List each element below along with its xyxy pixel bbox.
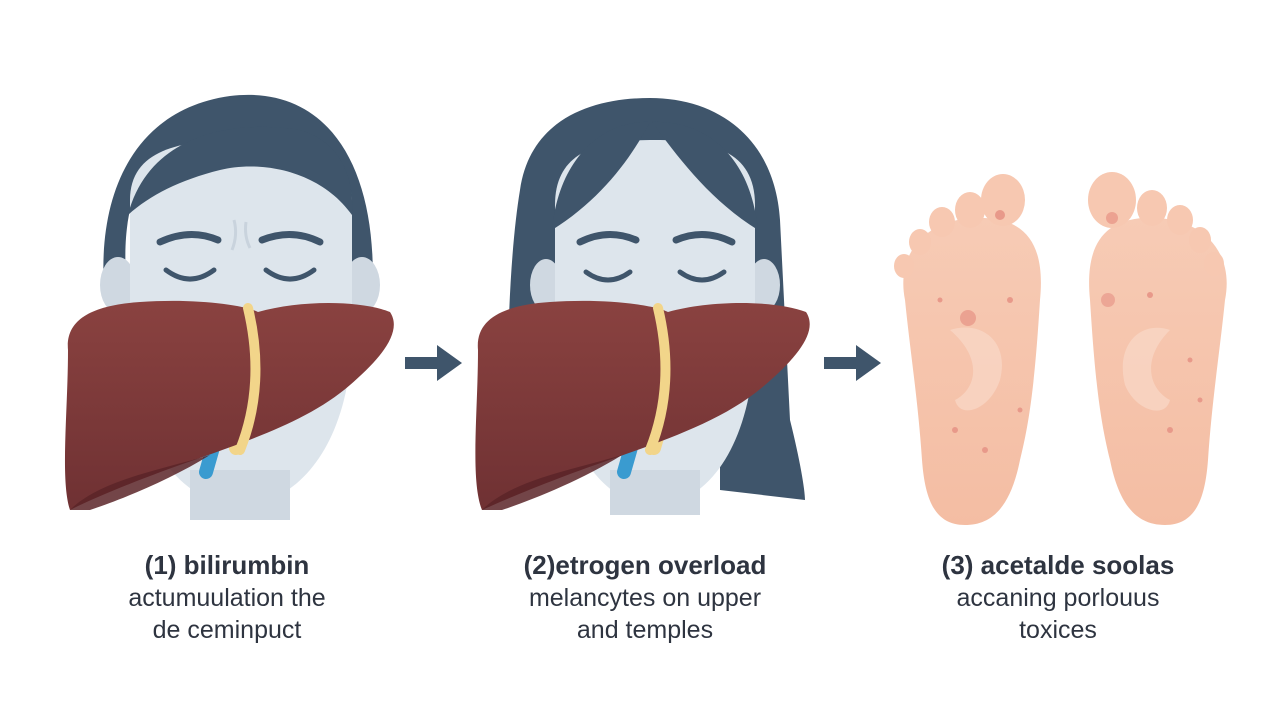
ear-right — [344, 257, 380, 313]
step-2-line-2: and temples — [576, 616, 714, 644]
foot-left — [894, 174, 1041, 525]
gallbladder-band — [235, 303, 261, 455]
hair-fringe — [128, 126, 353, 215]
feet-soles — [894, 172, 1227, 525]
step-2-title: (2)etrogen overload — [523, 550, 767, 580]
forehead-crease — [230, 219, 252, 251]
eye-right — [677, 269, 727, 283]
liver — [475, 300, 810, 510]
step-3-line-1: accaning porlouus — [956, 584, 1160, 612]
step-2-line-1: melancytes on upper — [528, 584, 762, 612]
face-with-liver-1 — [64, 94, 394, 520]
step-3-caption: (3) acetalde soolas accaning porlouus to… — [868, 548, 1248, 646]
ear-left — [100, 257, 136, 313]
hair-fringe — [552, 121, 758, 230]
face-with-liver-2 — [475, 98, 810, 515]
step-1-title: (1) bilirumbin — [144, 550, 310, 580]
brow-left — [156, 231, 222, 246]
arrow-right-icon — [405, 345, 462, 381]
eye-left — [583, 269, 633, 283]
eye-left — [163, 267, 217, 282]
gallbladder-band — [645, 303, 671, 455]
eye-right — [263, 267, 317, 282]
step-1-line-1: actumuulation the — [128, 584, 326, 612]
neck — [190, 470, 290, 520]
liver — [64, 300, 394, 510]
step-3-title: (3) acetalde soolas — [941, 550, 1175, 580]
brow-right — [258, 231, 324, 246]
step-2-caption: (2)etrogen overload melancytes on upper … — [455, 548, 835, 646]
brow-left — [576, 231, 640, 246]
step-1-line-2: de ceminpuct — [152, 616, 302, 644]
ear-left — [530, 259, 562, 311]
step-3-line-2: toxices — [1019, 616, 1097, 644]
liver-shadow — [482, 455, 622, 510]
foot-right — [1088, 172, 1227, 525]
ear-right — [748, 259, 780, 311]
neck — [610, 470, 700, 515]
step-1-caption: (1) bilirumbin actumuulation the de cemi… — [37, 548, 417, 646]
arrow-right-icon — [824, 345, 881, 381]
liver-shadow — [70, 455, 210, 510]
brow-right — [672, 231, 736, 246]
